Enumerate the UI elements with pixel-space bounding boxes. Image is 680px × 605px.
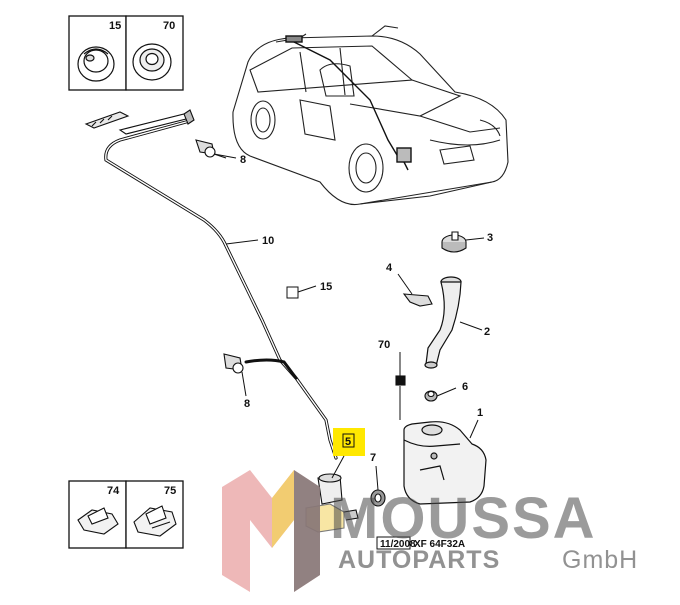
washer-hose-10-inner [105, 121, 337, 459]
callout-7: 7 [370, 452, 376, 464]
callout-15: 15 [320, 281, 332, 293]
leader-lines [213, 153, 485, 491]
callout-10: 10 [262, 235, 274, 247]
cap-3 [441, 231, 467, 253]
callout-5: 5 [345, 436, 351, 448]
thumbnail-number-74: 74 [107, 485, 120, 497]
watermark-logo [222, 470, 320, 592]
reference-code-text: XF 64F32A [414, 539, 465, 550]
thumbnail-box-70: 70 [125, 15, 184, 91]
callout-8-upper: 8 [240, 154, 246, 166]
thumbnail-box-15: 15 [68, 15, 127, 91]
callout-2: 2 [484, 326, 490, 338]
reference-date: 11/2008 [380, 539, 416, 550]
thumbnail-number-70: 70 [163, 20, 175, 32]
watermark-moussa: MOUSSA [330, 486, 597, 551]
watermark-gmbh: GmbH [562, 546, 638, 574]
bracket-4 [402, 293, 433, 307]
reservoir-1 [403, 421, 487, 505]
clip-74-icon [77, 507, 119, 535]
callout-4: 4 [386, 262, 393, 274]
callout-1: 1 [477, 407, 483, 419]
highlight-part-5 [333, 428, 365, 456]
callout-70: 70 [378, 339, 390, 351]
plug-grommet-icon [77, 46, 115, 82]
ring-grommet-icon [132, 43, 172, 81]
hose-clip-15 [286, 286, 299, 299]
callout-6: 6 [462, 381, 468, 393]
callout-5-frame [342, 433, 355, 448]
seal-7 [370, 489, 386, 507]
callout-8-lower: 8 [244, 398, 250, 410]
thumbnail-box-75: 75 [125, 480, 184, 549]
nozzle-clip [84, 109, 195, 135]
branch-hose [244, 358, 298, 380]
grommet-6 [424, 390, 438, 402]
watermark-autoparts: AUTOPARTS [338, 546, 500, 574]
car-illustration [232, 25, 509, 206]
car-hose-route [285, 35, 412, 171]
plug-70 [395, 375, 406, 386]
logo-m-yellow [272, 470, 294, 548]
thumbnail-number-15: 15 [109, 20, 121, 32]
reference-code: 11/2008 XF 64F32A [376, 536, 465, 550]
logo-m-grey [294, 470, 320, 592]
callout-3: 3 [487, 232, 493, 244]
thumbnail-box-74: 74 [68, 480, 127, 549]
connector-8-lower [223, 353, 244, 374]
thumbnail-number-75: 75 [164, 485, 176, 497]
filler-neck-2 [424, 276, 462, 369]
clip-75-icon [133, 505, 177, 537]
